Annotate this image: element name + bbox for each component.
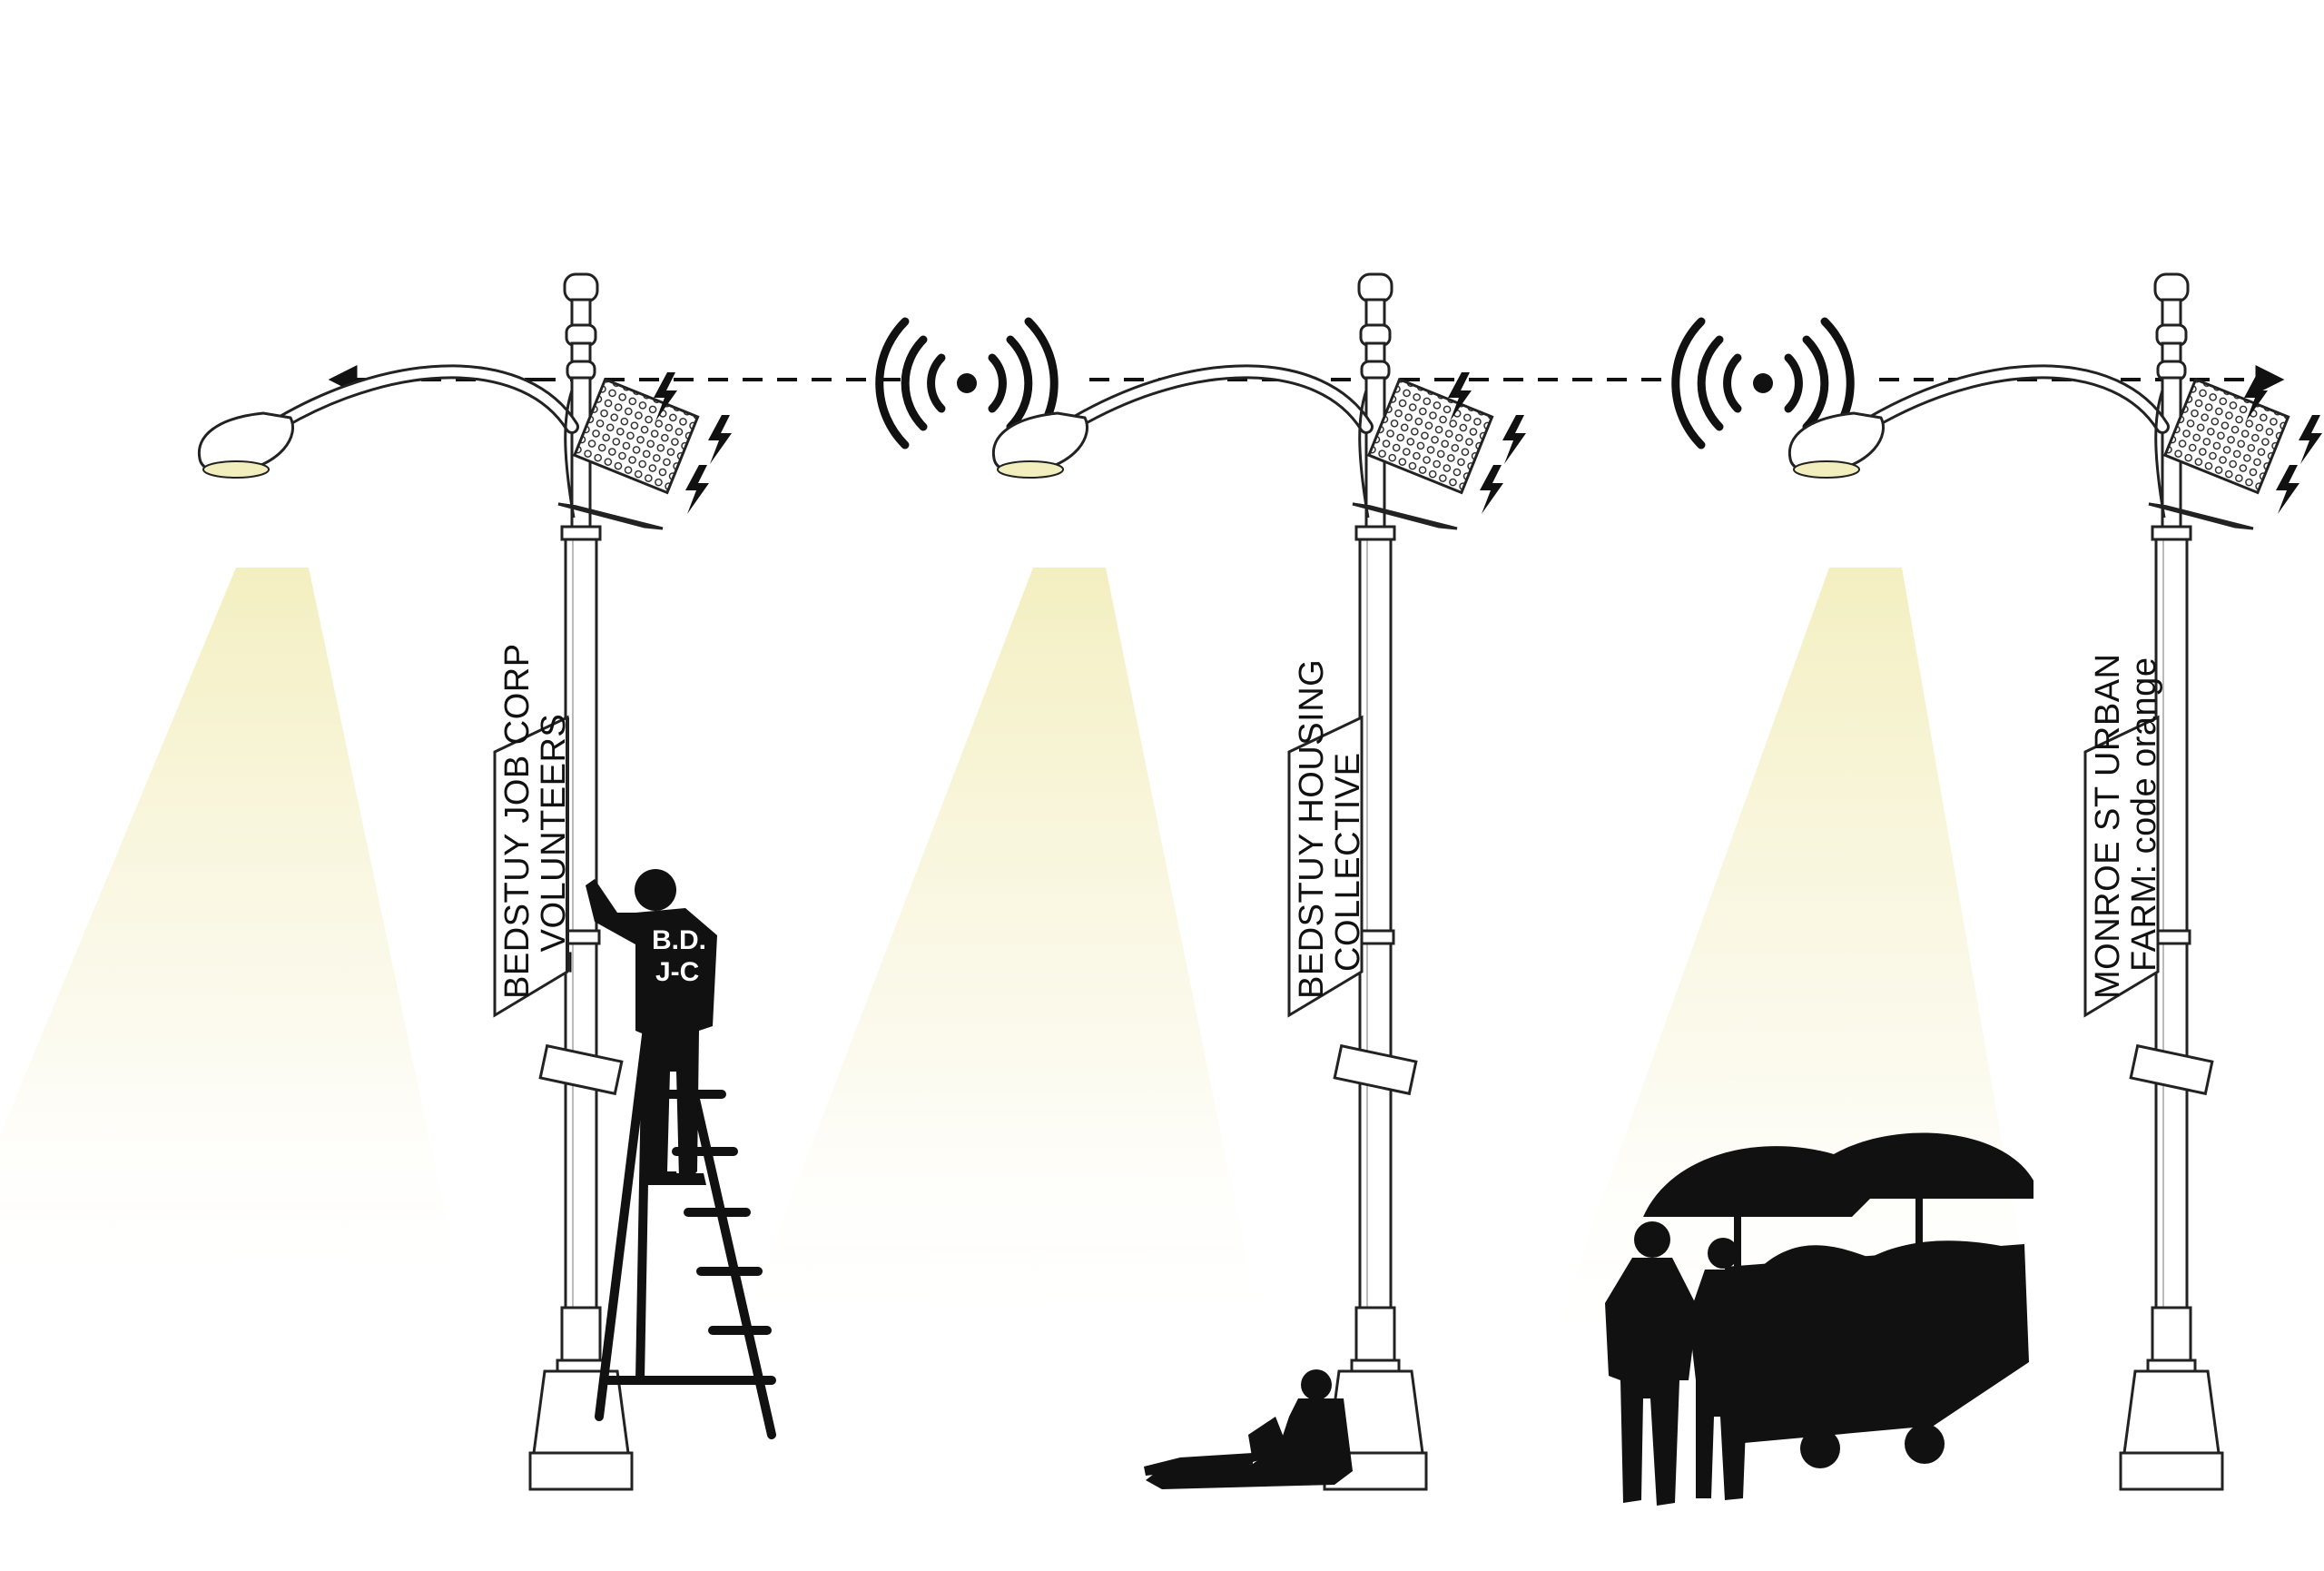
banner-pole-1: BEDSTUY JOB CORP _VOLUNTEERS xyxy=(493,643,573,1018)
banner-line-2: COLLECTIVE xyxy=(1329,752,1367,972)
banner-line-1: BEDSTUY HOUSING xyxy=(1293,659,1331,999)
shirt-text-line-2: J-C xyxy=(655,957,699,987)
banner-pole-3: MONROE ST URBAN FARM: code orange xyxy=(2083,653,2163,1018)
banner-line-2: FARM: code orange xyxy=(2125,657,2163,972)
banner-pole-2: BEDSTUY HOUSING COLLECTIVE xyxy=(1287,659,1367,1018)
laptop-person-silhouette xyxy=(1144,1369,1353,1489)
banner-line-1: BEDSTUY JOB CORP xyxy=(498,643,537,999)
banner-line-2: _VOLUNTEERS xyxy=(535,714,573,973)
banner-line-1: MONROE ST URBAN xyxy=(2089,653,2127,999)
shirt-text-line-1: B.D. xyxy=(652,925,706,955)
light-beam-1 xyxy=(0,568,463,1299)
volunteer-silhouette xyxy=(586,869,717,1185)
market-stall-silhouette xyxy=(1605,1132,2034,1506)
light-beam-2 xyxy=(735,568,1262,1344)
